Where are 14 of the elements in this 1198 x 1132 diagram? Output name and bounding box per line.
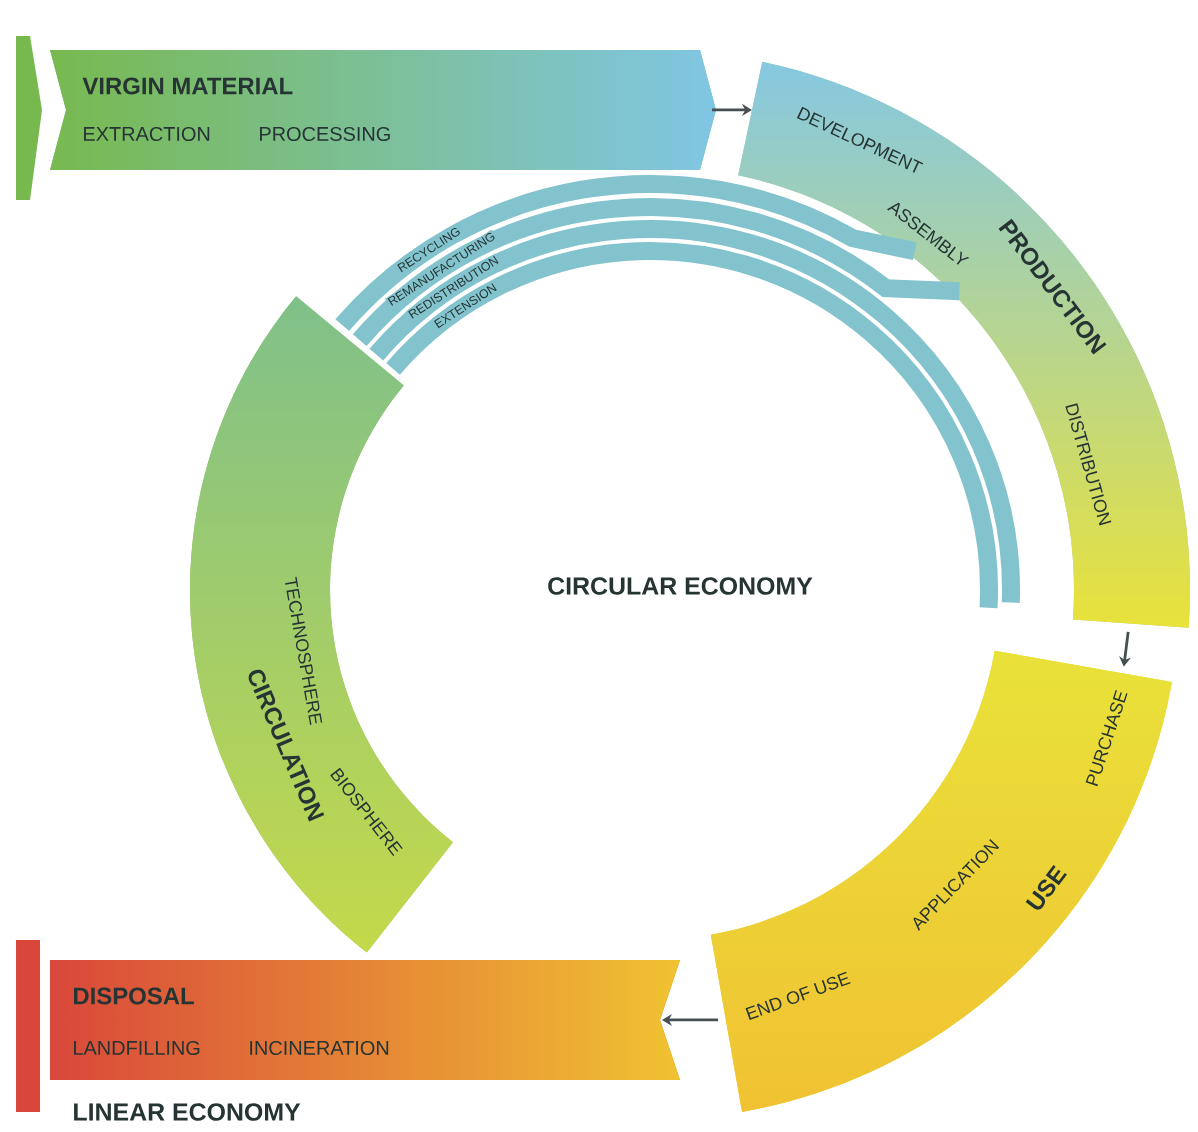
arc-band [710, 650, 1172, 1112]
arrow-band [50, 959, 680, 1080]
band-label: EXTRACTION [84, 126, 210, 141]
band-label: END OF USE [745, 971, 851, 1020]
band-label: PROCESSING [260, 126, 390, 141]
band-title: VIRGIN MATERIAL [82, 77, 293, 95]
band-title: DISPOSAL [74, 987, 194, 1005]
heading: LINEAR ECONOMY [74, 1103, 301, 1121]
band-label: LANDFILLING [74, 1040, 200, 1055]
loop-band [335, 175, 917, 332]
band-label: INCINERATION [250, 1040, 389, 1055]
loop-band [353, 198, 960, 347]
heading: CIRCULAR ECONOMY [548, 577, 813, 595]
arrow-band [50, 50, 716, 170]
